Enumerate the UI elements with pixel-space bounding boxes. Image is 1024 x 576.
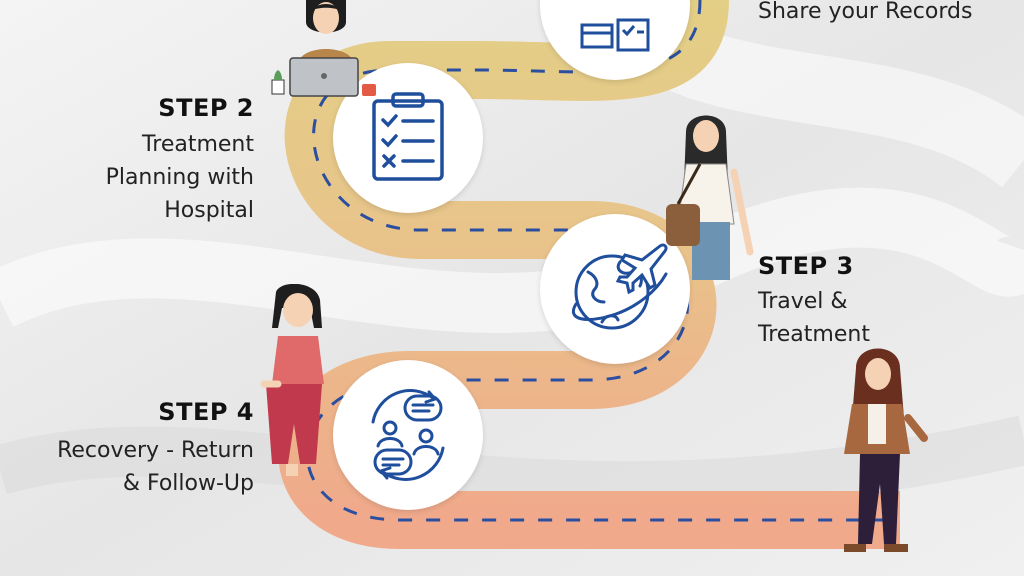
woman-with-bag-illustration	[666, 115, 754, 280]
step-3-title: STEP 3	[758, 252, 854, 280]
woman-walking-illustration	[844, 348, 928, 552]
step-2-circle	[333, 63, 483, 213]
step-4-desc-line-2: & Follow-Up	[122, 471, 254, 496]
documents-icon	[580, 18, 650, 52]
step-2-desc-line-2: Planning with	[105, 165, 254, 190]
step-2-title: STEP 2	[158, 94, 254, 122]
step-3-circle	[540, 214, 690, 364]
step-3-desc-line-2: Treatment	[758, 322, 870, 347]
globe-airplane-icon	[572, 243, 668, 330]
step-1-desc-line-1: Share your Records	[758, 0, 973, 24]
woman-at-laptop-illustration	[271, 0, 376, 97]
woman-loose-pants-illustration	[260, 284, 324, 476]
step-1-circle	[540, 0, 690, 80]
step-2-description: Treatment Planning with Hospital	[40, 128, 254, 227]
step-3-description: Travel & Treatment	[758, 285, 870, 351]
step-2-desc-line-3: Hospital	[164, 198, 254, 223]
step-4-title: STEP 4	[158, 398, 254, 426]
clipboard-checklist-icon	[372, 92, 444, 181]
consultation-icon	[371, 389, 445, 481]
step-4-desc-line-1: Recovery - Return	[57, 438, 254, 463]
step-4-circle	[333, 360, 483, 510]
step-1-description: Share your Records	[758, 0, 972, 28]
step-2-desc-line-1: Treatment	[142, 132, 254, 157]
step-4-description: Recovery - Return & Follow-Up	[20, 434, 254, 500]
step-3-desc-line-1: Travel &	[758, 289, 848, 314]
